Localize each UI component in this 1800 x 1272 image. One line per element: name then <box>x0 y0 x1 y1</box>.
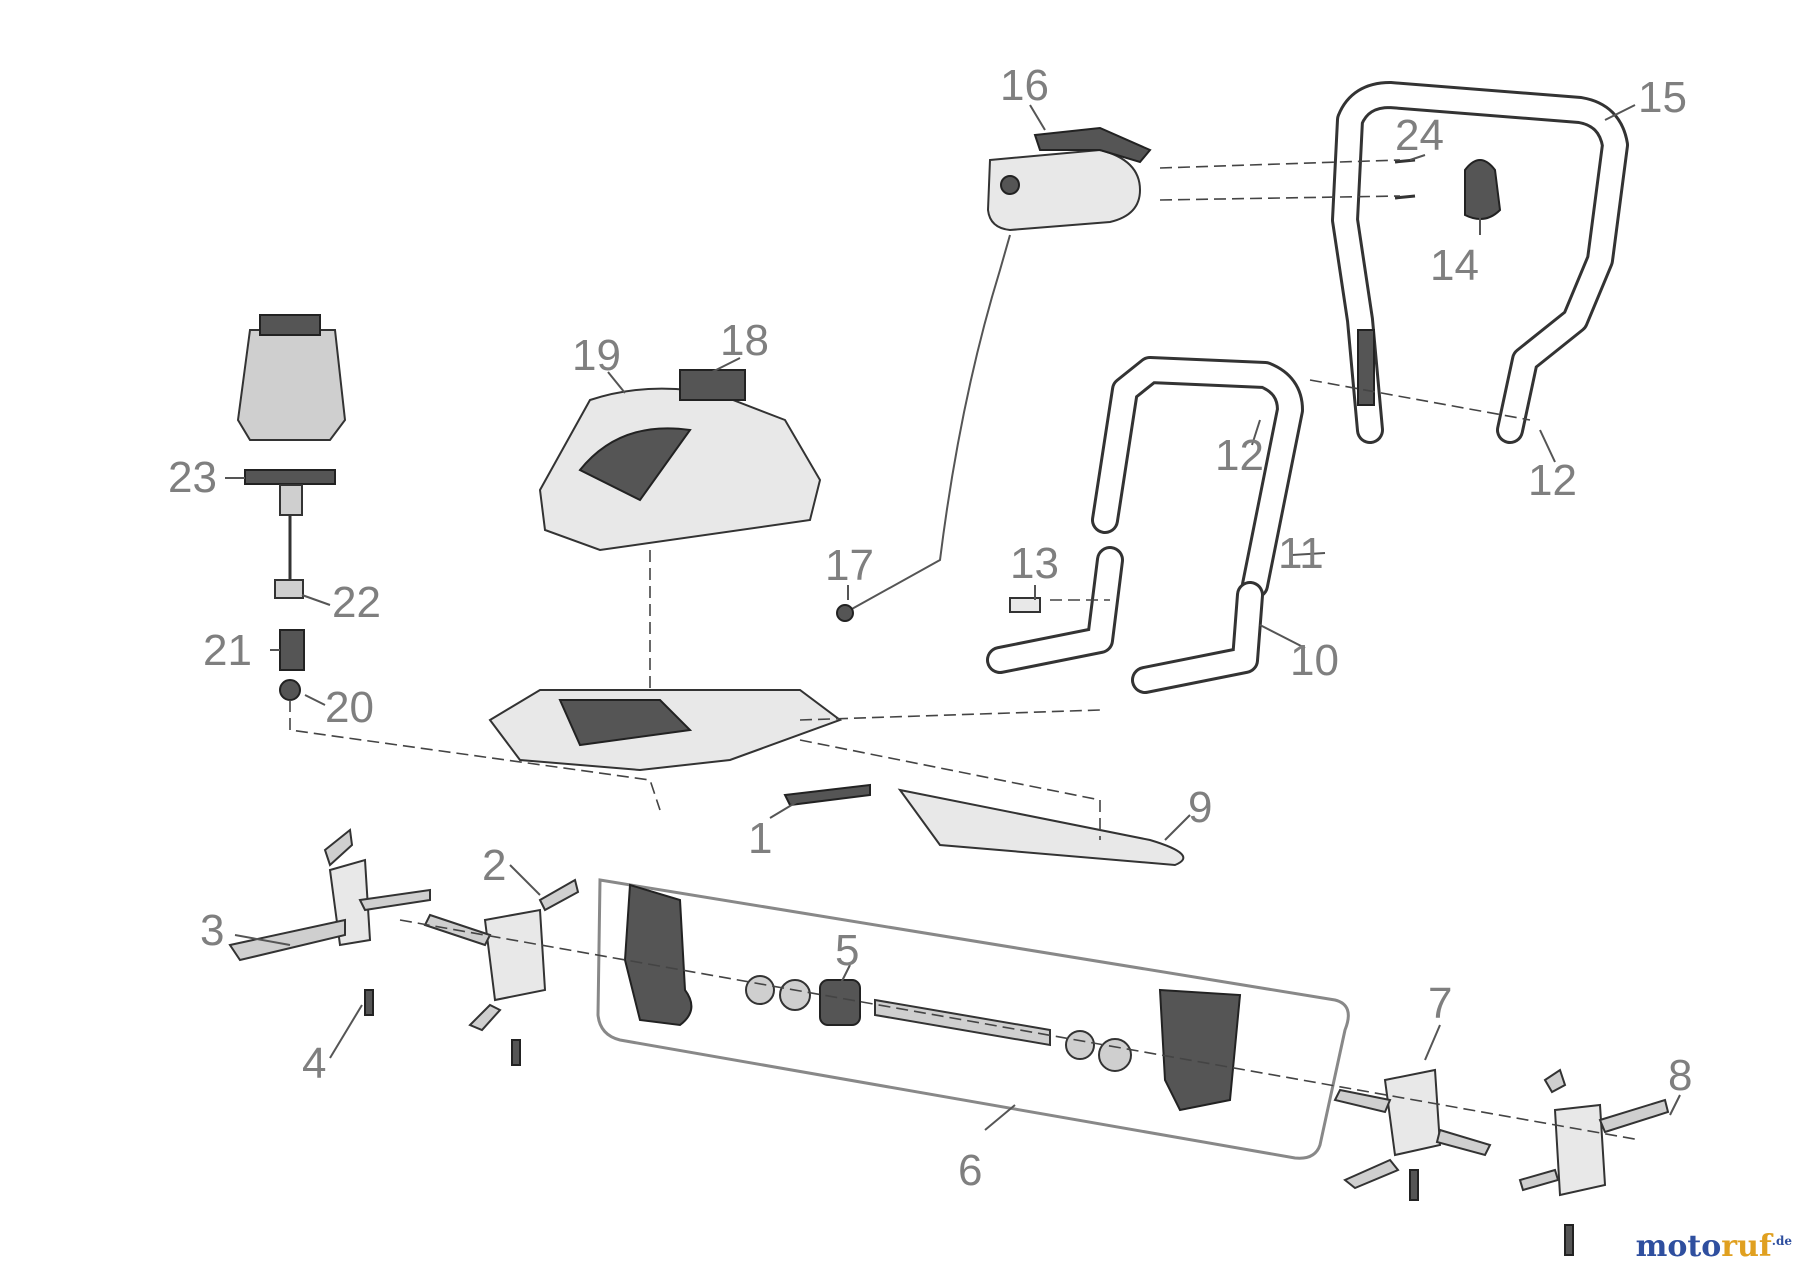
part-upper-cover <box>538 369 822 552</box>
callout-labels: 1 2 3 4 5 6 7 8 9 10 11 12 12 13 14 15 1… <box>168 61 1692 1195</box>
part-cable-holder <box>1009 597 1041 613</box>
part-lower-handle <box>986 356 1304 694</box>
callout-18: 18 <box>720 316 769 365</box>
part-motor <box>236 314 347 701</box>
part-cable-clip <box>836 604 854 622</box>
leader-lines <box>225 104 1681 1131</box>
part-switch-housing <box>986 126 1152 232</box>
callout-12-left: 12 <box>1215 431 1264 480</box>
part-tine-3 <box>228 828 431 1016</box>
part-upper-handle <box>1331 81 1629 444</box>
watermark-suffix: .de <box>1771 1234 1792 1248</box>
callout-11: 11 <box>1278 529 1324 578</box>
part-tine-2 <box>423 878 580 1066</box>
part-switch-lock <box>1464 159 1502 220</box>
part-tine-7 <box>1333 1068 1492 1201</box>
callout-10: 10 <box>1290 636 1339 685</box>
callout-9: 9 <box>1188 783 1212 832</box>
callout-1: 1 <box>748 814 772 863</box>
part-base-housing <box>488 689 843 772</box>
callout-13: 13 <box>1010 539 1059 588</box>
callout-22: 22 <box>332 578 381 627</box>
part-fender <box>897 788 1185 867</box>
callout-3: 3 <box>200 906 224 955</box>
callout-7: 7 <box>1428 979 1452 1028</box>
callout-14: 14 <box>1430 241 1479 290</box>
brand-watermark: motoruf.de <box>1636 1229 1792 1264</box>
callout-8: 8 <box>1668 1051 1692 1100</box>
callout-24: 24 <box>1395 111 1444 160</box>
callout-20: 20 <box>325 683 374 732</box>
callout-6: 6 <box>958 1146 982 1195</box>
part-tine-8 <box>1518 1068 1670 1256</box>
watermark-brand-b: ruf <box>1721 1229 1772 1264</box>
callout-15: 15 <box>1638 73 1687 122</box>
callout-21: 21 <box>203 626 252 675</box>
watermark-brand-a: moto <box>1635 1229 1722 1264</box>
part-gear-assembly <box>596 878 1350 1160</box>
part-screw-24 <box>1394 158 1416 200</box>
callout-4: 4 <box>302 1039 326 1088</box>
callout-5: 5 <box>835 926 859 975</box>
assembly-lines <box>289 159 1641 1141</box>
callout-12-right: 12 <box>1528 456 1577 505</box>
callout-16: 16 <box>1000 61 1049 110</box>
callout-19: 19 <box>572 331 621 380</box>
part-plate <box>783 783 871 807</box>
callout-17: 17 <box>825 541 874 590</box>
callout-23: 23 <box>168 453 217 502</box>
callout-2: 2 <box>482 841 506 890</box>
